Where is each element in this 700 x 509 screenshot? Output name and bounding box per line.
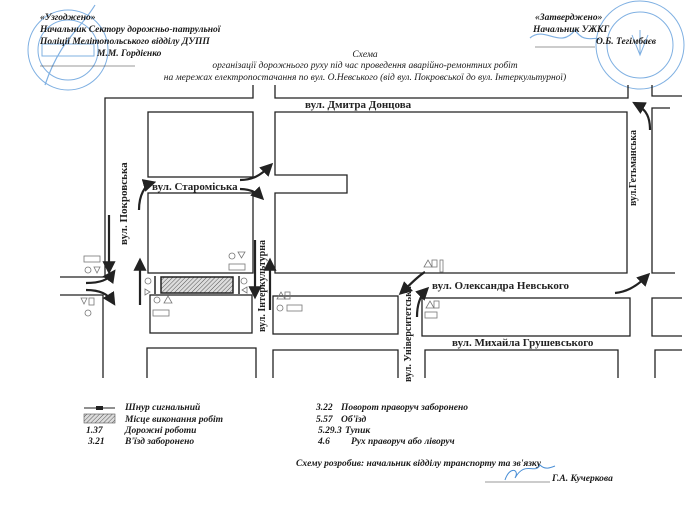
block (147, 192, 254, 274)
work-zone (160, 276, 234, 294)
stamp-left (27, 4, 109, 91)
title-main: Схема (352, 50, 378, 60)
street-label-pokrovska: вул. Покровська (118, 162, 130, 245)
approval-left-heading: «Узгоджено» (40, 13, 96, 23)
street-label-nevskoho: вул. Олександра Невського (432, 280, 570, 292)
legend-code: 5.57 (316, 415, 333, 425)
title-line1: організації дорожнього руху під час пров… (212, 61, 518, 71)
approval-right-line1: Начальник УЖКГ (533, 25, 610, 35)
road-edge (60, 294, 104, 378)
legend-signal-cord-symbol (84, 406, 115, 410)
legend-label: Об'їзд (341, 415, 367, 425)
block (424, 349, 619, 378)
legend-label: Поворот праворуч заборонено (341, 403, 468, 413)
legend-code: 1.37 (86, 426, 103, 436)
street-label-universytetska: вул. Університетська (403, 286, 414, 382)
street-label-interkulturna: вул. Інтеркультурна (257, 240, 268, 332)
road-edge (651, 107, 675, 274)
approval-right-name: О.Б. Тегімбаєв (596, 37, 657, 47)
block (272, 349, 399, 378)
street-label-staromiska: вул. Староміська (152, 181, 238, 193)
legend-label: Місце виконання робіт (125, 415, 224, 425)
legend-code: 5.29.3 (318, 426, 342, 436)
block (274, 111, 628, 274)
block (651, 297, 682, 337)
road-edge (60, 85, 254, 278)
approval-left-line1: Начальник Сектору дорожньо-патрульної (40, 25, 221, 35)
road-edge (651, 85, 682, 97)
developer-name: Г.А. Кучеркова (552, 474, 613, 484)
block (147, 111, 254, 178)
developer-line: Схему розробив: начальник відділу трансп… (296, 459, 541, 469)
block (272, 295, 399, 335)
street-label-hetmanska: вул.Гетьманська (628, 129, 639, 206)
legend-code: 3.22 (316, 403, 333, 413)
block (149, 294, 253, 334)
title-line2: на мережах електропостачання по вул. О.Н… (163, 73, 567, 83)
legend-work-zone-symbol (83, 413, 116, 424)
legend-code: 3.21 (88, 437, 105, 447)
road-signs (80, 251, 444, 319)
approval-right-heading: «Затверджено» (535, 13, 603, 23)
legend-label: В'їзд заборонено (125, 437, 195, 447)
block (146, 347, 257, 378)
signal-cord (154, 276, 240, 294)
road-edge (274, 85, 629, 99)
signature-footer (504, 464, 556, 481)
stamp-right (529, 0, 685, 90)
legend-label: Рух праворуч або ліворуч (351, 437, 455, 447)
block (654, 349, 682, 378)
legend-label: Дорожні роботи (125, 426, 197, 436)
legend-label: Тупик (345, 426, 371, 436)
legend-code: 4.6 (318, 437, 330, 447)
detour-arrows (85, 101, 652, 318)
block (421, 297, 631, 337)
approval-left-line2: Поліції Мелітопольського відділу ДУПП (40, 37, 210, 47)
street-label-hrushevskoho: вул. Михайла Грушевського (452, 337, 594, 349)
legend-label: Шнур сигнальний (125, 403, 201, 413)
approval-left-name: М.М. Гордієнко (97, 49, 162, 59)
street-label-dontsova: вул. Дмитра Донцова (305, 99, 412, 111)
